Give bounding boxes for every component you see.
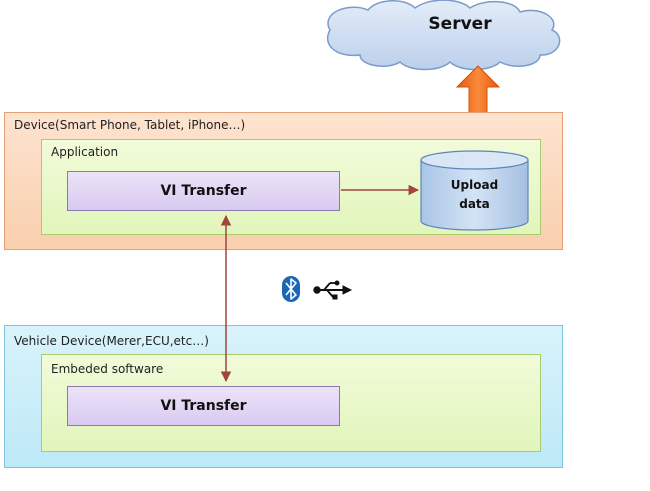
application-title: Application	[51, 145, 119, 159]
usb-icon	[313, 280, 353, 300]
upload-data-label-line1: Upload	[450, 178, 499, 192]
server-label: Server	[428, 14, 492, 34]
vi-transfer-app-box: VI Transfer	[67, 171, 340, 211]
vi-transfer-vehicle-box: VI Transfer	[67, 386, 340, 426]
vehicle-device-title: Vehicle Device(Merer,ECU,etc…)	[14, 334, 209, 348]
embedded-software-title: Embeded software	[51, 362, 164, 376]
upload-data-label: Upload data	[421, 176, 528, 214]
server-cloud-shape	[327, 0, 561, 71]
device-title: Device(Smart Phone, Tablet, iPhone…)	[14, 118, 246, 132]
bluetooth-icon	[282, 276, 300, 302]
upload-data-database	[420, 150, 529, 231]
upload-data-label-line2: data	[459, 197, 490, 211]
